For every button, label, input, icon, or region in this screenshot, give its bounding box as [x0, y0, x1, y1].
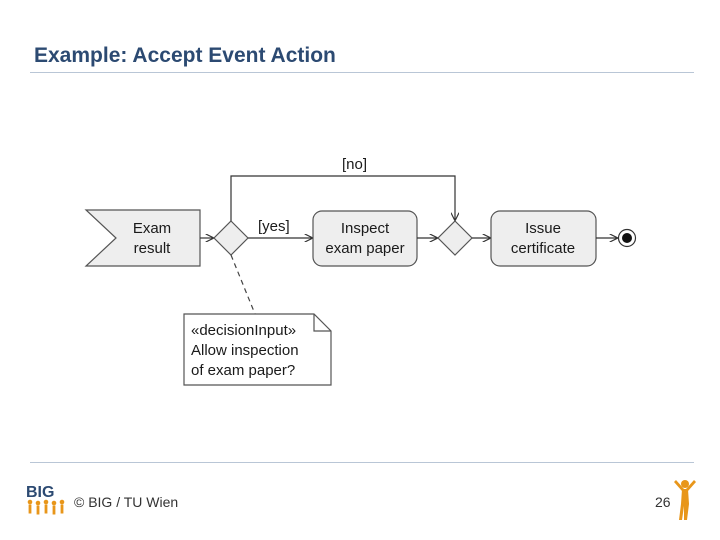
note-line1: «decisionInput» [191, 322, 296, 339]
edge-decision-to-merge [230, 175, 455, 221]
note-line3: of exam paper? [191, 362, 295, 379]
decision-input-note [183, 313, 332, 386]
accept-event-label-line2: result [134, 240, 172, 257]
merge-node [437, 220, 473, 256]
note-line2: Allow inspection [191, 342, 299, 359]
logo-text: BIG [26, 484, 54, 501]
inspect-label-line2: exam paper [325, 240, 404, 257]
activity-final-node [617, 228, 637, 248]
page-title: Example: Accept Event Action [34, 44, 336, 67]
issue-label-line1: Issue [525, 220, 561, 237]
person-figure-icon [674, 480, 696, 520]
footer-divider [30, 462, 694, 463]
inspect-label-line1: Inspect [341, 220, 390, 237]
title-divider [30, 72, 694, 73]
accept-event-label-line1: Exam [133, 220, 171, 237]
guard-no-label: [no] [342, 156, 367, 173]
big-logo-icon: BIG [26, 484, 65, 515]
copyright-text: © BIG / TU Wien [74, 494, 179, 510]
note-anchor-line [230, 254, 256, 315]
issue-label-line2: certificate [511, 240, 575, 257]
decision-node [213, 220, 249, 256]
guard-yes-label: [yes] [258, 218, 290, 235]
page-number: 26 [655, 494, 671, 510]
accept-event-action [84, 209, 201, 267]
